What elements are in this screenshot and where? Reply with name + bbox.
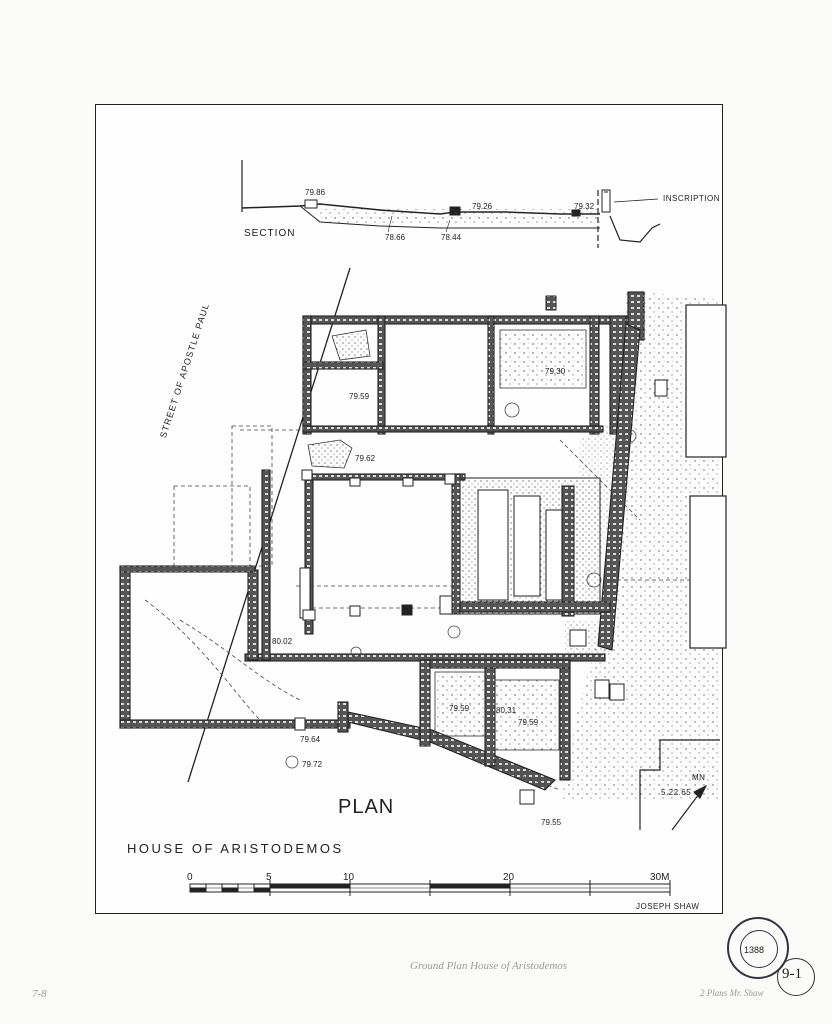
sheet-number-ring xyxy=(777,958,815,996)
plan-circles xyxy=(285,402,637,769)
elevation-label: 79.72 xyxy=(302,760,323,769)
margin-note: 2 Plans Mr. Shaw xyxy=(700,988,764,998)
plan-floors xyxy=(307,329,620,751)
east-building-3 xyxy=(639,739,720,830)
plan-dashed-lines xyxy=(130,425,690,791)
author-label: JOSEPH SHAW xyxy=(636,902,700,911)
north-label: MN xyxy=(692,773,706,782)
elevation-label: 80.02 xyxy=(272,637,293,646)
inscription-label: INSCRIPTION xyxy=(663,194,721,203)
elevation-label: 79.64 xyxy=(300,735,321,744)
section-fill xyxy=(320,209,600,225)
scale-tick-label: 5 xyxy=(266,872,272,883)
margin-note: Ground Plan House of Aristodemos xyxy=(410,960,568,972)
elevation-label: 79.62 xyxy=(355,454,376,463)
north-arrow-icon xyxy=(671,784,708,831)
east-stippled-area xyxy=(560,290,720,800)
elevation-label: 78.44 xyxy=(441,233,462,242)
drawing-title: HOUSE OF ARISTODEMOS xyxy=(127,841,344,856)
scale-tick-label: 10 xyxy=(343,872,355,883)
sheet-number: 9-1 xyxy=(782,966,802,982)
plan-column-bases xyxy=(294,295,668,805)
scale-tick-label: 0 xyxy=(187,872,193,883)
plan-label: PLAN xyxy=(338,796,395,818)
elevation-label: 80.31 xyxy=(496,706,517,715)
date-label: 5.22.65 xyxy=(661,788,692,797)
elevation-label: 79.59 xyxy=(349,392,370,401)
elevation-label: 79.26 xyxy=(472,202,493,211)
scale-tick-label: 20 xyxy=(503,872,515,883)
scale-tick-label: 30M xyxy=(650,872,670,883)
stamp-number: 1388 xyxy=(744,945,765,955)
elevation-label: 79.30 xyxy=(545,367,566,376)
elevation-label: 78.66 xyxy=(385,233,406,242)
elevation-label: 79.59 xyxy=(518,718,539,727)
elevation-label: 79.59 xyxy=(449,704,470,713)
scale-bar xyxy=(189,880,671,896)
elevation-label: 79.32 xyxy=(574,202,595,211)
elevation-label: 79.55 xyxy=(541,818,562,827)
east-building-1 xyxy=(685,304,727,458)
section-label: SECTION xyxy=(244,228,296,239)
east-building-2 xyxy=(689,495,727,649)
margin-note: 7-8 xyxy=(32,988,47,1000)
elevation-label: 79.86 xyxy=(305,188,326,197)
agora-excavations-stamp: 1388 xyxy=(727,917,789,979)
